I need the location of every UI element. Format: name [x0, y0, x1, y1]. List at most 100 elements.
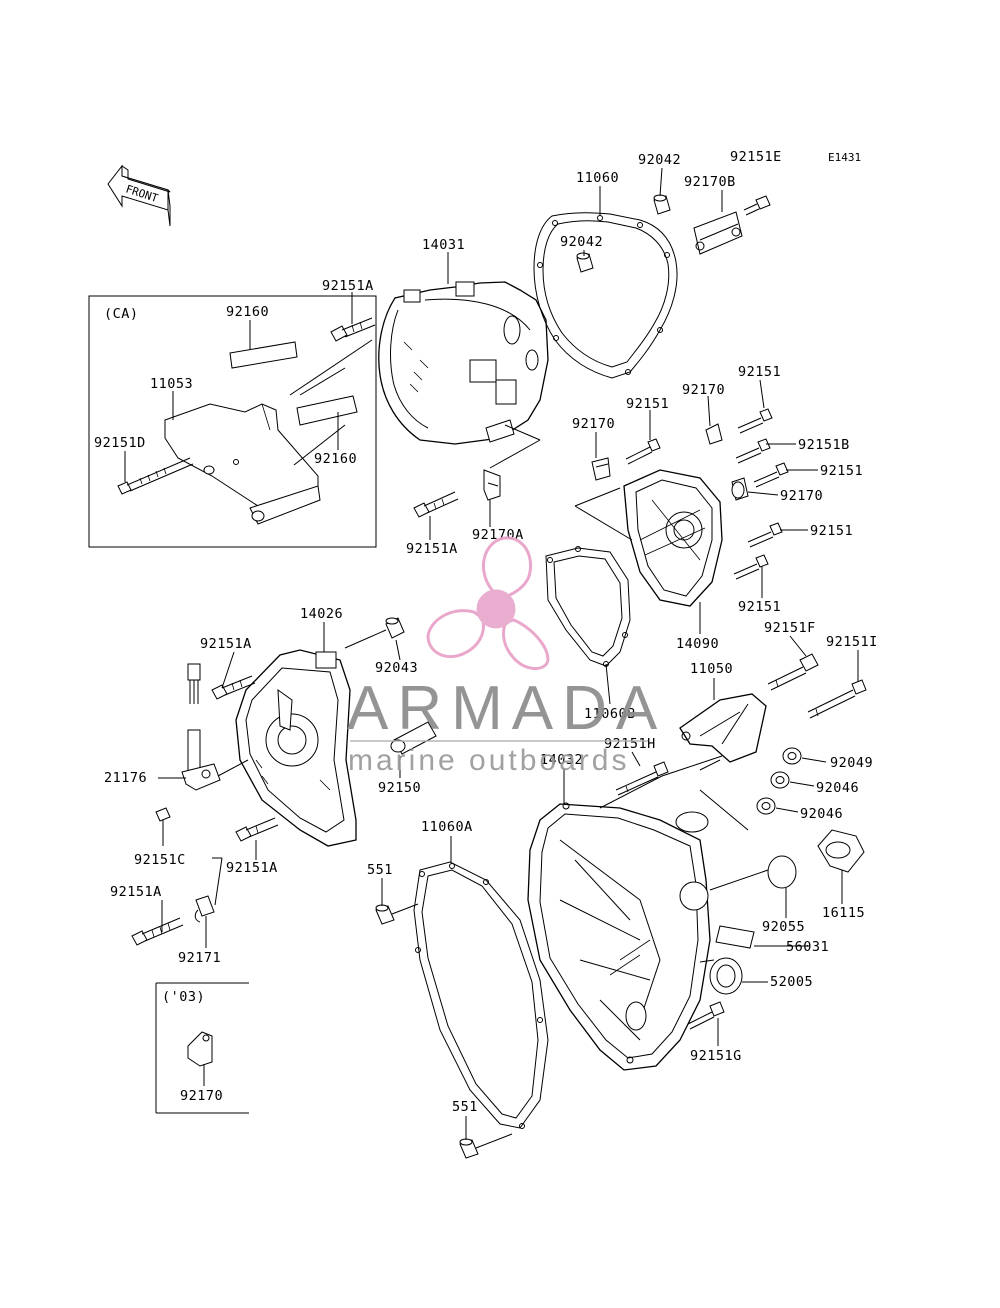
part-label: 92170 — [572, 416, 615, 432]
part-label: 92170 — [780, 488, 823, 504]
oil-seal-part — [756, 797, 776, 815]
dowel-pin-part — [385, 617, 405, 639]
o-ring-part — [767, 855, 797, 889]
diagram-code: E1431 — [828, 151, 861, 164]
part-label: 92151C — [134, 852, 186, 868]
label-plate-part — [715, 925, 755, 949]
part-label: 551 — [367, 862, 393, 878]
clamp-part — [705, 423, 723, 445]
part-label: 92042 — [560, 234, 603, 250]
part-label: 16115 — [822, 905, 865, 921]
bracket-part — [679, 693, 767, 763]
cover-plate-part — [164, 403, 321, 525]
bolt-part — [753, 462, 789, 488]
clamp-part — [187, 1031, 213, 1067]
bracket-part — [693, 211, 743, 255]
part-label: 11060B — [584, 706, 636, 722]
pulser-cover-part — [235, 649, 357, 847]
oil-seal-part — [782, 747, 802, 765]
sensor-part — [181, 663, 221, 791]
part-label: 11050 — [690, 661, 733, 677]
part-label: 14032 — [540, 752, 583, 768]
bolt-part — [743, 195, 771, 216]
part-label: 92151A — [226, 860, 278, 876]
plug-part — [817, 829, 865, 873]
bolt-part — [131, 917, 184, 946]
sticker-part — [229, 341, 298, 369]
gasket-part — [533, 212, 678, 379]
part-label: 92151H — [604, 736, 656, 752]
part-label: 92049 — [830, 755, 873, 771]
callout-label-03: ('03) — [162, 989, 205, 1005]
part-label: 92170 — [682, 382, 725, 398]
part-label: 92151E — [730, 149, 782, 165]
part-label: 56031 — [786, 939, 829, 955]
part-label: 92151A — [322, 278, 374, 294]
bolt-part — [737, 408, 773, 434]
part-label: 92151D — [94, 435, 146, 451]
part-label: 11060A — [421, 819, 473, 835]
part-label: 52005 — [770, 974, 813, 990]
part-label: 92151A — [200, 636, 252, 652]
part-label: 92151G — [690, 1048, 742, 1064]
clutch-main-cover-part — [527, 802, 711, 1071]
bolt-part — [625, 438, 661, 465]
part-label: 14090 — [676, 636, 719, 652]
seal-part — [709, 957, 743, 995]
bolt-part — [330, 317, 376, 342]
part-label: 11060 — [576, 170, 619, 186]
callout-box-ca: (CA) — [88, 295, 377, 548]
part-label: 92055 — [762, 919, 805, 935]
part-label: 92151 — [820, 463, 863, 479]
watermark-brand: ARMADA — [347, 674, 666, 743]
part-label: 92150 — [378, 780, 421, 796]
front-arrow-icon: FRONT — [107, 164, 171, 227]
part-label: 92151B — [798, 437, 850, 453]
dowel-pin-part — [653, 194, 671, 215]
part-label: 92151A — [110, 884, 162, 900]
part-label: 92160 — [226, 304, 269, 320]
part-label: 92042 — [638, 152, 681, 168]
part-label: 14026 — [300, 606, 343, 622]
part-label: 92151I — [826, 634, 878, 650]
clamp-part — [194, 895, 215, 923]
gasket-part — [413, 861, 549, 1129]
part-label: 92160 — [314, 451, 357, 467]
leader-lines — [158, 167, 859, 1140]
grommet-part — [390, 721, 437, 755]
oil-seal-part — [770, 771, 790, 789]
part-label: 11053 — [150, 376, 193, 392]
dowel-pin-part — [375, 904, 395, 925]
bolt-part — [211, 675, 256, 700]
bolt-part — [807, 679, 867, 719]
dowel-pin-part — [459, 1138, 479, 1159]
bolt-part — [767, 653, 819, 691]
part-label: 92151 — [626, 396, 669, 412]
part-label: 92046 — [800, 806, 843, 822]
bolt-part — [155, 807, 171, 846]
clutch-cover-part — [574, 469, 723, 607]
part-label: 92151 — [738, 364, 781, 380]
part-label: 92151 — [810, 523, 853, 539]
bolt-part — [413, 491, 459, 518]
watermark-tagline: marine outboards — [348, 744, 629, 777]
bolt-part — [747, 522, 783, 548]
propeller-logo-icon — [426, 536, 550, 670]
part-label: 92046 — [816, 780, 859, 796]
part-number-labels: 92042 92151E 11060 92170B 92042 14031 92… — [94, 149, 878, 1115]
part-label: 551 — [452, 1099, 478, 1115]
bolt-part — [615, 761, 669, 796]
watermark: ARMADA marine outboards — [347, 536, 666, 777]
clamp-part — [591, 457, 611, 481]
dowel-pin-part — [576, 252, 594, 273]
clamp-part — [731, 477, 749, 501]
part-label: 92151 — [738, 599, 781, 615]
gasket-part — [545, 546, 631, 667]
part-label: 92151F — [764, 620, 816, 636]
sticker-part — [296, 395, 358, 426]
bolt-part — [117, 457, 194, 495]
part-label: 92151A — [406, 541, 458, 557]
bolt-part — [733, 554, 769, 580]
